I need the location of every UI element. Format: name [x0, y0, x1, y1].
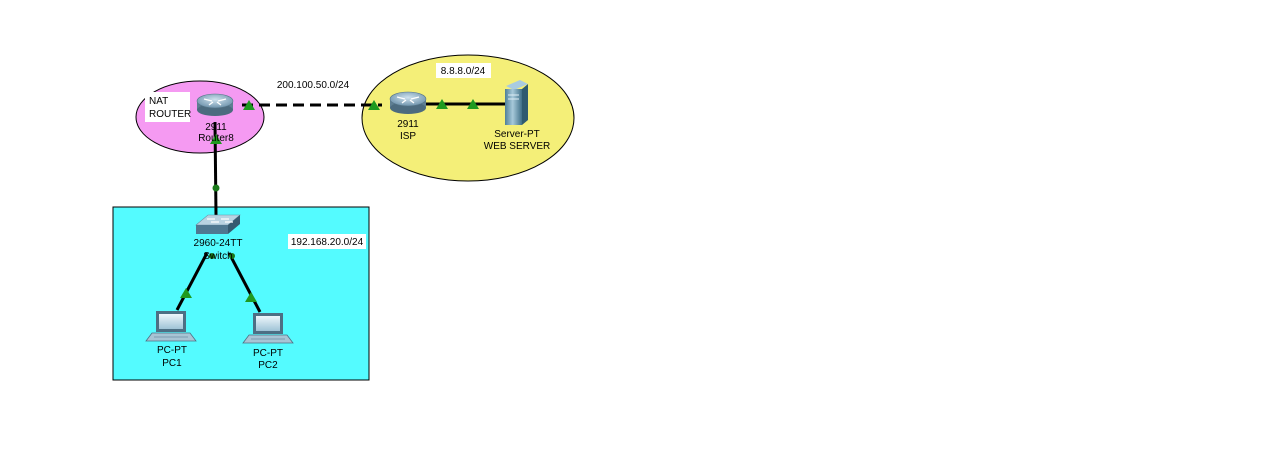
link-status-up-icon: [245, 292, 257, 302]
device-model-label: PC-PT: [253, 348, 283, 359]
link-switch-pc2[interactable]: [227, 252, 262, 313]
link-status-dot-icon: [209, 253, 215, 259]
note-nat-router[interactable]: NAT ROUTER: [145, 92, 191, 122]
link-status-dot-icon: [229, 253, 235, 259]
device-pc1[interactable]: PC-PT PC1: [145, 311, 197, 369]
link-switch-pc1[interactable]: [175, 252, 209, 311]
device-isp-router[interactable]: 2911 ISP: [389, 91, 427, 142]
link-status-up-icon: [467, 99, 479, 109]
link-status-dot-icon: [212, 184, 220, 192]
device-name-label: ISP: [400, 131, 416, 142]
device-name-label: Switch: [203, 251, 232, 262]
router-icon: [196, 93, 234, 116]
note-lan-subnet[interactable]: 192.168.20.0/24: [288, 234, 366, 249]
device-model-label: PC-PT: [157, 345, 187, 356]
link-status-up-icon: [243, 100, 255, 110]
device-router8[interactable]: 2911 Router8: [196, 93, 234, 144]
device-name-label: WEB SERVER: [484, 141, 551, 152]
pc-icon: [145, 311, 197, 342]
device-model-label: 2911: [397, 119, 419, 130]
note-wan-subnet[interactable]: 200.100.50.0/24: [274, 77, 352, 92]
device-switch[interactable]: 2960-24TT Switch: [194, 214, 243, 262]
link-status-up-icon: [180, 288, 192, 298]
device-name-label: PC2: [258, 360, 278, 371]
note-text: 192.168.20.0/24: [291, 237, 364, 248]
server-icon: [505, 80, 528, 125]
lan-area[interactable]: [112, 206, 370, 381]
device-web-server[interactable]: Server-PT WEB SERVER: [484, 80, 551, 152]
router-icon: [389, 91, 427, 114]
device-name-label: Router8: [198, 133, 234, 144]
device-model-label: 2960-24TT: [194, 238, 243, 249]
device-pc2[interactable]: PC-PT PC2: [242, 313, 294, 371]
link-status-up-icon: [368, 100, 380, 110]
switch-icon: [195, 214, 241, 234]
device-name-label: PC1: [162, 358, 182, 369]
note-text: ROUTER: [149, 109, 191, 120]
link-status-up-icon: [210, 134, 222, 144]
link-status-up-icon: [436, 99, 448, 109]
note-server-subnet[interactable]: 8.8.8.0/24: [436, 63, 491, 78]
note-text: NAT: [149, 96, 168, 107]
pc-icon: [242, 313, 294, 344]
note-text: 8.8.8.0/24: [441, 66, 486, 77]
device-model-label: Server-PT: [494, 129, 540, 140]
note-text: 200.100.50.0/24: [277, 80, 350, 91]
device-model-label: 2911: [205, 122, 227, 133]
